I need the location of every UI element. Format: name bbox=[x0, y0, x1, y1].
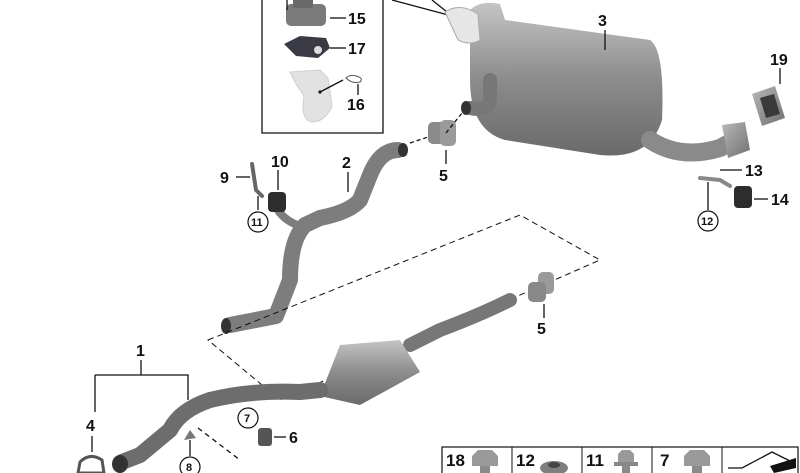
hardware-legend: 18 12 11 7 bbox=[441, 446, 799, 473]
callout-3: 3 bbox=[598, 13, 607, 30]
center-pipe-part-2: 2 bbox=[221, 142, 408, 334]
clamp-part-5-lower: 5 bbox=[528, 272, 554, 338]
nut-icon bbox=[540, 461, 568, 473]
flap-housing-part-16: 16 bbox=[289, 69, 365, 123]
callout-2: 2 bbox=[342, 155, 351, 172]
legend-label-12: 12 bbox=[516, 451, 535, 470]
callout-8: 8 bbox=[186, 462, 192, 473]
clamp-part-4: 4 bbox=[76, 418, 106, 473]
callout-1: 1 bbox=[136, 343, 145, 360]
clamp-part-5-upper: 5 bbox=[409, 112, 463, 185]
legend-label-18: 18 bbox=[446, 451, 465, 470]
orientation-pictogram-icon bbox=[728, 451, 796, 473]
callout-13: 13 bbox=[745, 163, 763, 180]
callout-10: 10 bbox=[271, 154, 289, 171]
flange-bolt-icon bbox=[472, 450, 498, 473]
callout-6: 6 bbox=[289, 430, 298, 447]
legend-item-11: 11 bbox=[586, 450, 638, 473]
rear-muffler-part-3: 3 bbox=[444, 2, 750, 162]
callout-19: 19 bbox=[770, 52, 788, 69]
actuator-part-15: 15 bbox=[286, 0, 366, 28]
hanger-group-right: 13 14 12 bbox=[697, 163, 789, 232]
legend-item-18: 18 bbox=[446, 450, 498, 473]
callout-16: 16 bbox=[347, 97, 365, 114]
callout-12-circle bbox=[697, 210, 719, 232]
callout-7: 7 bbox=[244, 413, 250, 425]
callout-5-upper: 5 bbox=[439, 168, 448, 185]
detail-inset-box: 15 17 16 bbox=[261, 0, 384, 134]
hex-bolt-icon bbox=[684, 450, 710, 473]
collar-bolt-icon bbox=[614, 450, 638, 473]
callout-11: 11 bbox=[251, 217, 263, 229]
callout-12: 12 bbox=[701, 216, 713, 228]
legend-label-7: 7 bbox=[660, 451, 669, 470]
tailpipe-trim-part-19: 19 bbox=[752, 52, 788, 126]
legend-label-11: 11 bbox=[586, 451, 604, 470]
legend-item-12: 12 bbox=[516, 451, 568, 473]
callout-17: 17 bbox=[348, 41, 366, 58]
callout-15: 15 bbox=[348, 11, 366, 28]
legend-item-7: 7 bbox=[660, 450, 710, 473]
dashed-assembly-outline bbox=[207, 214, 602, 401]
callout-14: 14 bbox=[771, 192, 789, 209]
front-pipe-part-1: 1 bbox=[94, 293, 517, 473]
gasket-part-17: 17 bbox=[284, 36, 366, 58]
callout-4: 4 bbox=[86, 418, 95, 435]
callout-11-circle bbox=[247, 211, 269, 233]
hanger-group-left: 9 10 11 bbox=[220, 154, 289, 233]
callout-5-lower: 5 bbox=[537, 321, 546, 338]
callout-9: 9 bbox=[220, 170, 229, 187]
mount-group: 7 6 8 bbox=[179, 407, 298, 473]
